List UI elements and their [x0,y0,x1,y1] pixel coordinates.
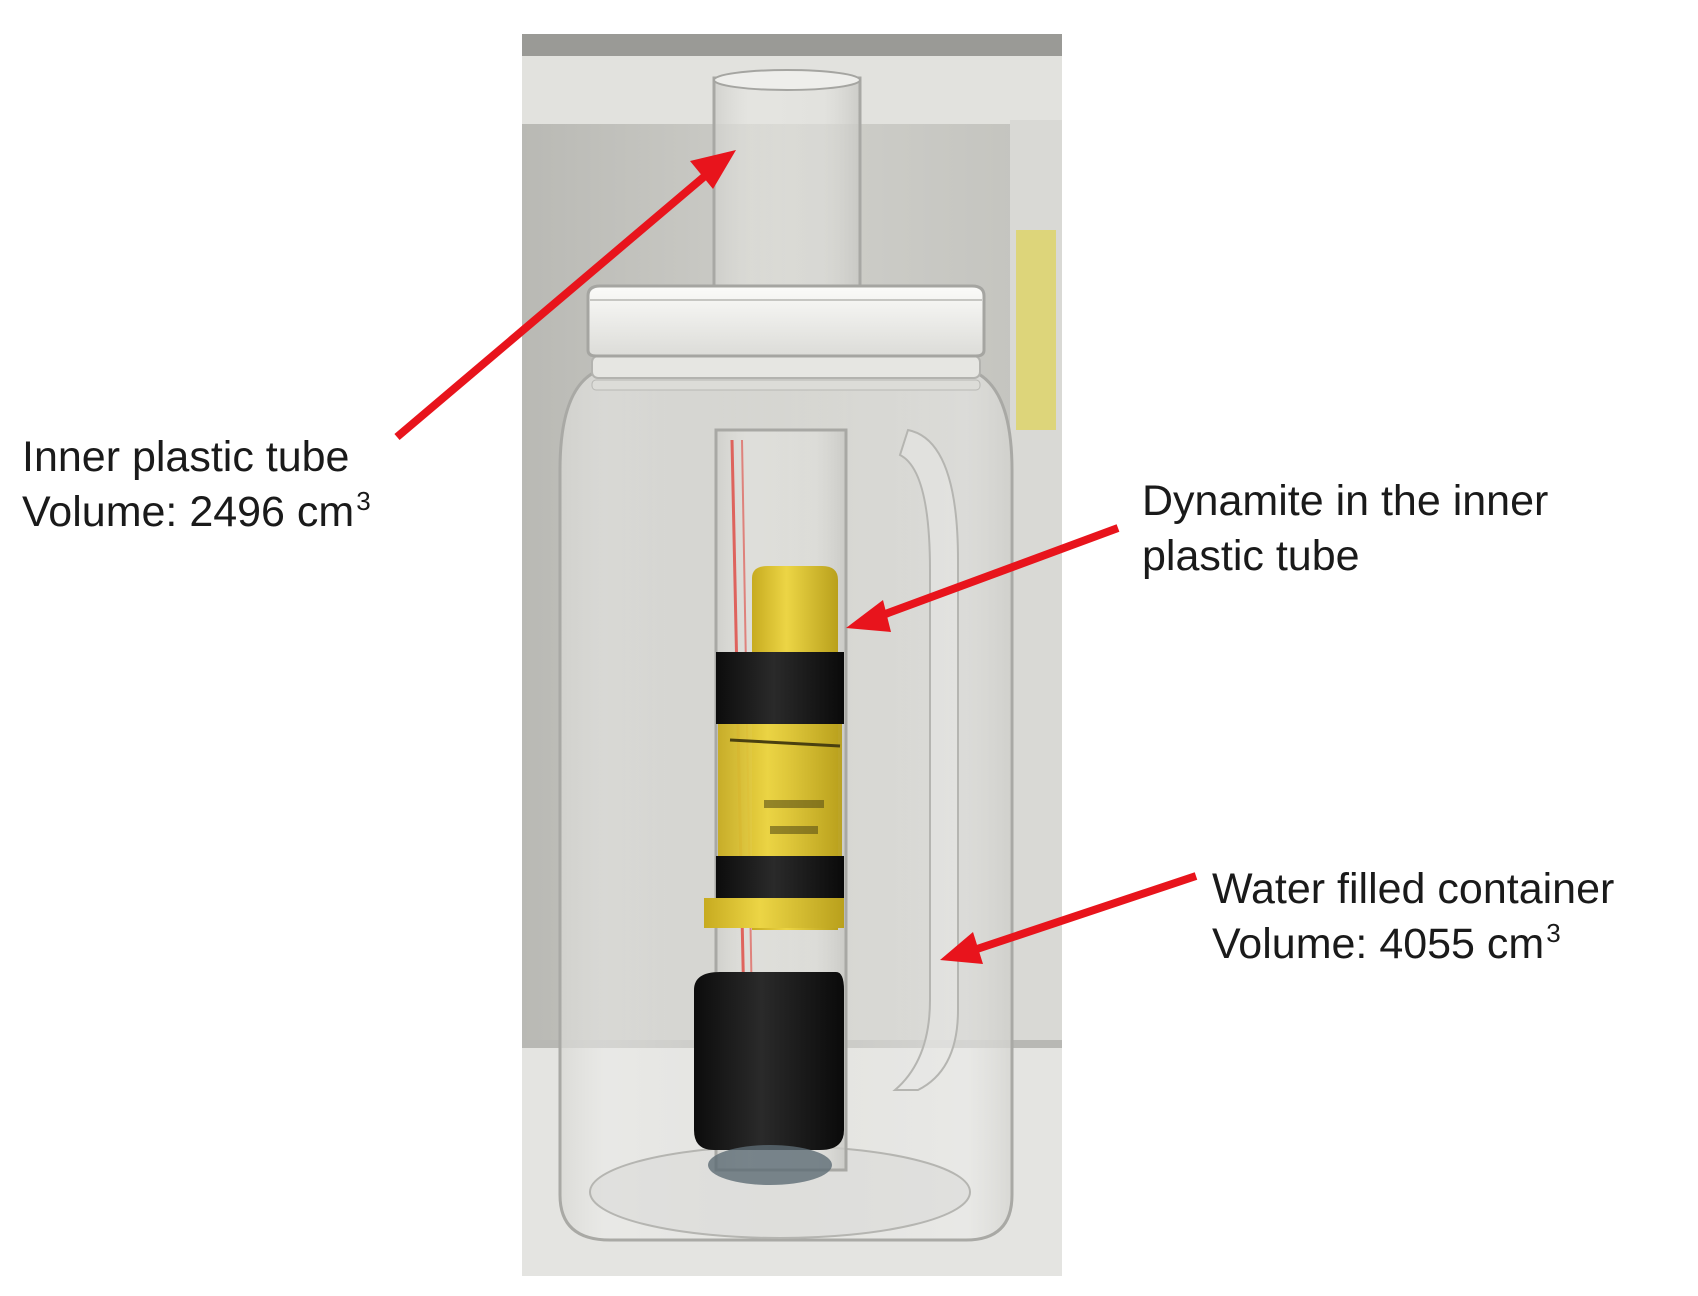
label-dynamite-line1: Dynamite in the inner [1142,477,1549,525]
label-dynamite: Dynamite in the inner plastic tube [1142,474,1548,584]
arrow-inner-tube [394,150,736,441]
superscript-3: 3 [1546,918,1561,948]
sealed-bottom [694,972,844,1150]
container-lid [586,284,986,358]
dynamite-cartridge [704,566,844,930]
label-dynamite-line2: plastic tube [1142,532,1360,580]
inner-plastic-tube-top [712,76,862,322]
arrow-dynamite [846,524,1120,632]
yellow-sticker [1016,230,1056,430]
tape-band [716,652,844,724]
label-water-volume: Volume: 4055 cm3 [1212,918,1561,968]
label-water-container: Water filled container Volume: 4055 cm3 [1212,862,1614,977]
arrow-water-container [940,872,1198,964]
label-inner-volume: Volume: 2496 cm3 [22,486,371,536]
tape-band [716,856,844,898]
label-inner-plastic-tube: Inner plastic tube Volume: 2496 cm3 [22,430,371,545]
superscript-3: 3 [356,486,371,516]
label-inner-line1: Inner plastic tube [22,433,350,481]
label-water-line1: Water filled container [1212,865,1615,913]
